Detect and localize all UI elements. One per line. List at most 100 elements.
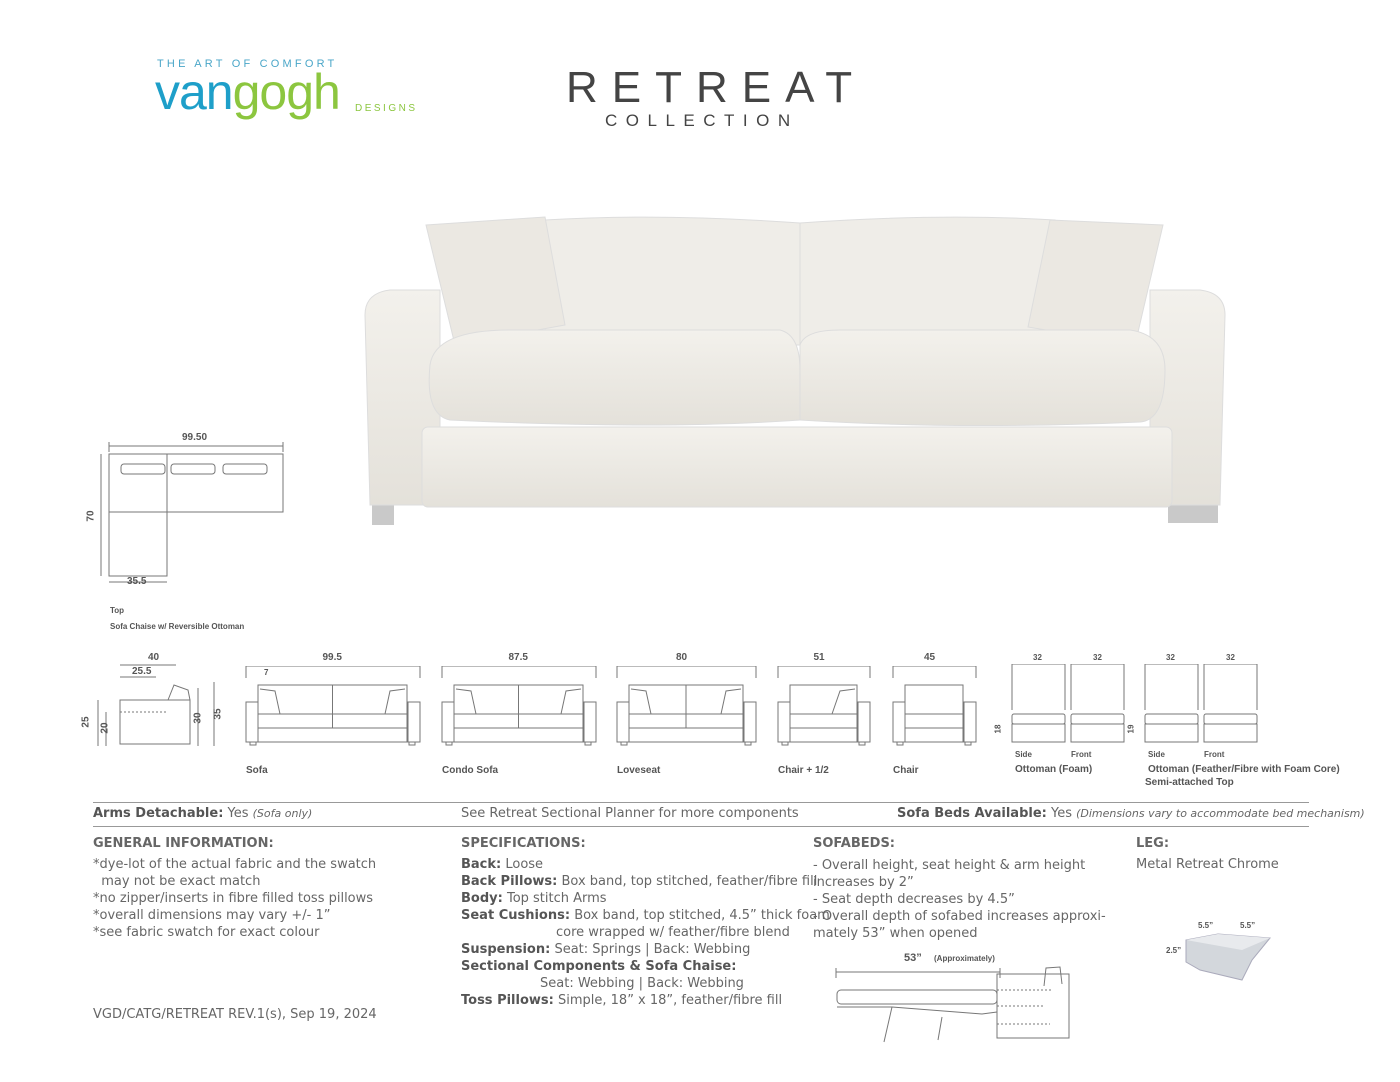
general-item: *dye-lot of the actual fabric and the sw…	[93, 857, 377, 872]
spec-label: Seat Cushions:	[461, 908, 571, 923]
planner-note: See Retreat Sectional Planner for more c…	[461, 806, 799, 821]
ottoman-line-drawing	[1010, 664, 1130, 748]
sofabed-dim: 53”	[904, 952, 922, 964]
spec-label: Body:	[461, 891, 503, 906]
profile-seat-height: 20	[99, 722, 111, 734]
page-title: RETREAT	[566, 63, 867, 112]
ottoman-name-2: Semi-attached Top	[1145, 777, 1234, 788]
sectional-view-label: Top	[110, 606, 125, 615]
spec-label: Back:	[461, 857, 502, 872]
arms-label: Arms Detachable:	[93, 806, 224, 821]
piece-line-drawing	[245, 666, 424, 750]
profile-back-height: 30	[192, 712, 204, 724]
spec-value: core wrapped w/ feather/fibre blend	[556, 925, 790, 940]
sectional-top-diagram	[85, 440, 295, 590]
leg-image	[1180, 932, 1280, 987]
general-item: may not be exact match	[93, 874, 261, 889]
spec-value: Seat: Webbing | Back: Webbing	[540, 976, 744, 991]
spec-item: Sectional Components & Sofa Chaise:	[461, 958, 830, 975]
profile-overall-height: 35	[212, 708, 224, 720]
ottoman-front-width: 32	[1093, 653, 1102, 662]
logo: vangogh	[155, 67, 341, 117]
ottoman-front-label: Front	[1071, 750, 1092, 759]
spec-item: Body: Top stitch Arms	[461, 890, 830, 907]
spec-label: Sectional Components & Sofa Chaise:	[461, 959, 737, 974]
spec-value: Seat: Springs | Back: Webbing	[550, 942, 751, 957]
ottoman-front-width: 32	[1226, 653, 1235, 662]
spec-item: Toss Pillows: Simple, 18” x 18”, feather…	[461, 992, 830, 1009]
piece-line-drawing	[441, 666, 600, 750]
spec-label: Suspension:	[461, 942, 551, 957]
spec-item: Seat: Webbing | Back: Webbing	[461, 975, 830, 992]
piece-name: Condo Sofa	[442, 765, 499, 776]
sofabed-item: - Overall height, seat height & arm heig…	[813, 858, 1086, 873]
ottoman-side-width: 32	[1033, 653, 1042, 662]
ottoman-line-drawing	[1143, 664, 1263, 748]
spec-item: core wrapped w/ feather/fibre blend	[461, 924, 830, 941]
general-list: *dye-lot of the actual fabric and the sw…	[93, 856, 376, 941]
spec-item: Back: Loose	[461, 856, 830, 873]
piece-line-drawing	[777, 666, 874, 750]
piece-line-drawing	[892, 666, 980, 750]
arms-note: (Sofa only)	[252, 807, 313, 820]
side-profile-diagram	[88, 660, 228, 752]
sofabed-diagram	[832, 966, 1077, 1046]
ottoman-name: Ottoman (Foam)	[1015, 764, 1093, 775]
spec-item: Suspension: Seat: Springs | Back: Webbin…	[461, 941, 830, 958]
ottoman-side-label: Side	[1015, 750, 1032, 759]
piece-width: 87.5	[508, 652, 528, 663]
sofabed-item: - Overall depth of sofabed increases app…	[813, 909, 1106, 924]
sofabed-item: increases by 2”	[813, 875, 914, 890]
spec-label: Back Pillows:	[461, 874, 558, 889]
beds-note: (Dimensions vary to accommodate bed mech…	[1076, 807, 1365, 820]
leg-dim-a: 5.5”	[1198, 921, 1214, 930]
specs-heading: SPECIFICATIONS:	[461, 836, 586, 851]
spec-value: Box band, top stitched, feather/fibre fi…	[557, 874, 818, 889]
ottoman-side-width: 32	[1166, 653, 1175, 662]
arms-value: Yes	[223, 806, 253, 821]
general-heading: GENERAL INFORMATION:	[93, 836, 274, 851]
piece-name: Chair	[893, 765, 919, 776]
page-subtitle: COLLECTION	[605, 111, 799, 130]
sofa-arm-width: 7	[264, 668, 269, 677]
ottoman-front-label: Front	[1204, 750, 1225, 759]
divider	[93, 826, 1309, 827]
general-item: *overall dimensions may vary +/- 1”	[93, 908, 331, 923]
sectional-chaise-width: 35.5	[127, 576, 147, 587]
profile-seat-depth: 25.5	[132, 666, 152, 677]
sofabed-item: - Seat depth decreases by 4.5”	[813, 892, 1015, 907]
logo-part-1: van	[155, 64, 234, 120]
document-reference: VGD/CATG/RETREAT REV.1(s), Sep 19, 2024	[93, 1007, 377, 1022]
piece-width: 99.5	[322, 652, 342, 663]
divider	[93, 802, 1309, 803]
leg-heading: LEG:	[1136, 836, 1170, 851]
sectional-width: 99.50	[182, 432, 208, 443]
spec-item: Back Pillows: Box band, top stitched, fe…	[461, 873, 830, 890]
sofabeds-list: - Overall height, seat height & arm heig…	[813, 857, 1106, 942]
leg-dim-h: 2.5”	[1166, 946, 1182, 955]
logo-tagline: THE ART OF COMFORT	[157, 58, 338, 70]
general-item: *no zipper/inserts in fibre filled toss …	[93, 891, 374, 906]
profile-arm-height: 25	[80, 716, 92, 728]
spec-item: Seat Cushions: Box band, top stitched, 4…	[461, 907, 830, 924]
piece-name: Chair + 1/2	[778, 765, 829, 776]
sofa-photo	[360, 205, 1230, 525]
leg-value: Metal Retreat Chrome	[1136, 857, 1279, 872]
general-item: *see fabric swatch for exact colour	[93, 925, 320, 940]
ottoman-name: Ottoman (Feather/Fibre with Foam Core)	[1148, 764, 1340, 775]
logo-part-2: gogh	[232, 64, 341, 120]
spec-label: Toss Pillows:	[461, 993, 554, 1008]
piece-name: Loveseat	[617, 765, 661, 776]
sofabed-dim-note: (Approximately)	[934, 954, 995, 963]
spec-value: Simple, 18” x 18”, feather/fibre fill	[553, 993, 783, 1008]
piece-line-drawing	[616, 666, 760, 750]
sofabeds-heading: SOFABEDS:	[813, 836, 896, 851]
arms-detachable: Arms Detachable: Yes (Sofa only)	[93, 806, 312, 822]
piece-name: Sofa	[246, 765, 268, 776]
sofa-beds-available: Sofa Beds Available: Yes (Dimensions var…	[897, 806, 1365, 822]
piece-width: 45	[924, 652, 936, 663]
ottoman-height: 18	[993, 724, 1003, 734]
sofabed-item: mately 53” when opened	[813, 926, 978, 941]
logo-sub: DESIGNS	[355, 103, 418, 114]
